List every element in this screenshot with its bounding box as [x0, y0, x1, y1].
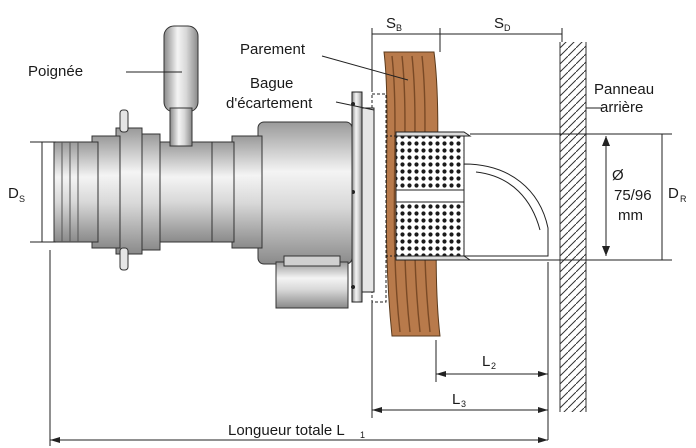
label-longueur-sub: 1	[360, 430, 365, 440]
label-panneau-line2: arrière	[600, 99, 643, 116]
coupling	[53, 109, 213, 271]
label-sb: S	[386, 15, 396, 32]
back-panel	[559, 42, 587, 412]
spacer-ring	[351, 91, 396, 303]
label-ds: D	[8, 185, 19, 202]
main-body	[207, 121, 353, 309]
handle[interactable]	[163, 25, 199, 147]
label-diameter-symbol: Ø	[612, 167, 624, 184]
perforated-sleeve	[395, 131, 472, 261]
dimension-lines	[30, 28, 672, 446]
outlet-hood	[463, 163, 549, 257]
label-l3: L	[452, 391, 460, 408]
label-sd-sub: D	[504, 23, 511, 33]
label-l2-sub: 2	[491, 361, 496, 371]
label-bague-line2: d'écartement	[226, 95, 313, 112]
label-dr: D	[668, 185, 679, 202]
label-l2: L	[482, 353, 490, 370]
label-longueur-totale: Longueur totale L	[228, 422, 345, 439]
label-poignee: Poignée	[28, 63, 83, 80]
label-panneau-line1: Panneau	[594, 81, 654, 98]
label-l3-sub: 3	[461, 399, 466, 409]
label-parement: Parement	[240, 41, 306, 58]
leader-lines	[126, 55, 604, 111]
label-sb-sub: B	[396, 23, 402, 33]
label-sd: S	[494, 15, 504, 32]
label-diameter-unit: mm	[618, 207, 643, 224]
label-ds-sub: S	[19, 194, 25, 204]
label-dr-sub: R	[680, 194, 687, 204]
label-diameter-values: 75/96	[614, 187, 652, 204]
label-bague-line1: Bague	[250, 75, 293, 92]
